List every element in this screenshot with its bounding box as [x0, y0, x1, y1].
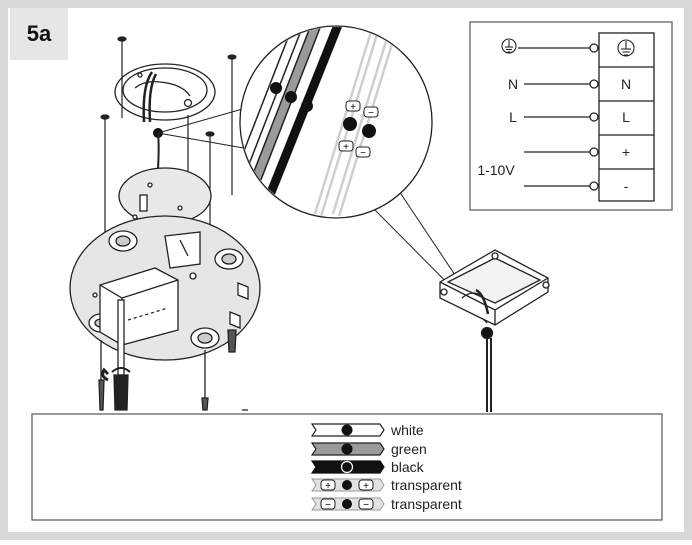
svg-text:−: −	[325, 500, 331, 511]
step-number: 5a	[26, 21, 52, 46]
mounting-disc	[118, 167, 212, 225]
terminal-label-plus: +	[622, 144, 630, 160]
terminal-row-minus: -	[524, 178, 629, 194]
zoom-dot-transparent-1	[343, 117, 357, 131]
bottom-screws	[98, 329, 248, 411]
ceiling-canopy	[114, 63, 216, 123]
screwdriver	[101, 299, 131, 411]
svg-text:+: +	[350, 102, 356, 113]
svg-text:+: +	[363, 481, 369, 492]
wire-label-n: N	[508, 76, 518, 92]
legend-item-white: white	[310, 422, 424, 438]
legend-item-green: green	[310, 441, 427, 457]
zoom-minus-marker-2: −	[355, 146, 371, 159]
svg-text:+: +	[325, 481, 331, 492]
legend-item-transparent-minus: − − transparent	[311, 496, 462, 512]
zoom-plus-marker-1: +	[345, 100, 361, 113]
ground-icon	[501, 38, 517, 54]
terminal-row-ground	[501, 38, 635, 57]
zoom-plus-marker-2: +	[338, 140, 354, 153]
svg-text:−: −	[368, 108, 374, 119]
svg-text:−: −	[363, 500, 369, 511]
step-badge: 5a	[10, 8, 68, 60]
legend-item-transparent-plus: + + transparent	[311, 477, 462, 493]
zoom-dot-green	[285, 91, 297, 103]
zoom-dot-transparent-2	[362, 124, 376, 138]
terminal-row-plus: +	[524, 144, 630, 160]
terminal-block	[598, 32, 655, 202]
zoom-detail: + − + −	[157, 25, 488, 324]
svg-text:−: −	[360, 148, 366, 159]
legend-label: transparent	[391, 477, 462, 493]
zoom-minus-marker-1: −	[363, 106, 379, 119]
terminal-label-n: N	[621, 76, 631, 92]
dim-control-label: 1-10V	[477, 162, 515, 178]
terminal-label-l: L	[622, 109, 630, 125]
zoom-dot-white	[270, 82, 282, 94]
wire-label-l: L	[509, 109, 517, 125]
terminal-label-minus: -	[624, 178, 629, 194]
ground-icon	[617, 39, 635, 57]
legend-item-black: black	[310, 459, 425, 475]
junction-box	[439, 249, 550, 412]
wiring-table: N N L L + 1-10V	[469, 21, 673, 211]
cable-legend: white green black + + tra	[31, 413, 663, 521]
legend-label: transparent	[391, 496, 462, 512]
legend-label: green	[391, 441, 427, 457]
zoom-dot-black	[301, 100, 313, 112]
svg-text:+: +	[343, 142, 349, 153]
legend-label: black	[391, 459, 425, 475]
terminal-row-n: N N	[508, 76, 631, 92]
legend-label: white	[390, 422, 424, 438]
terminal-row-l: L L	[509, 109, 630, 125]
